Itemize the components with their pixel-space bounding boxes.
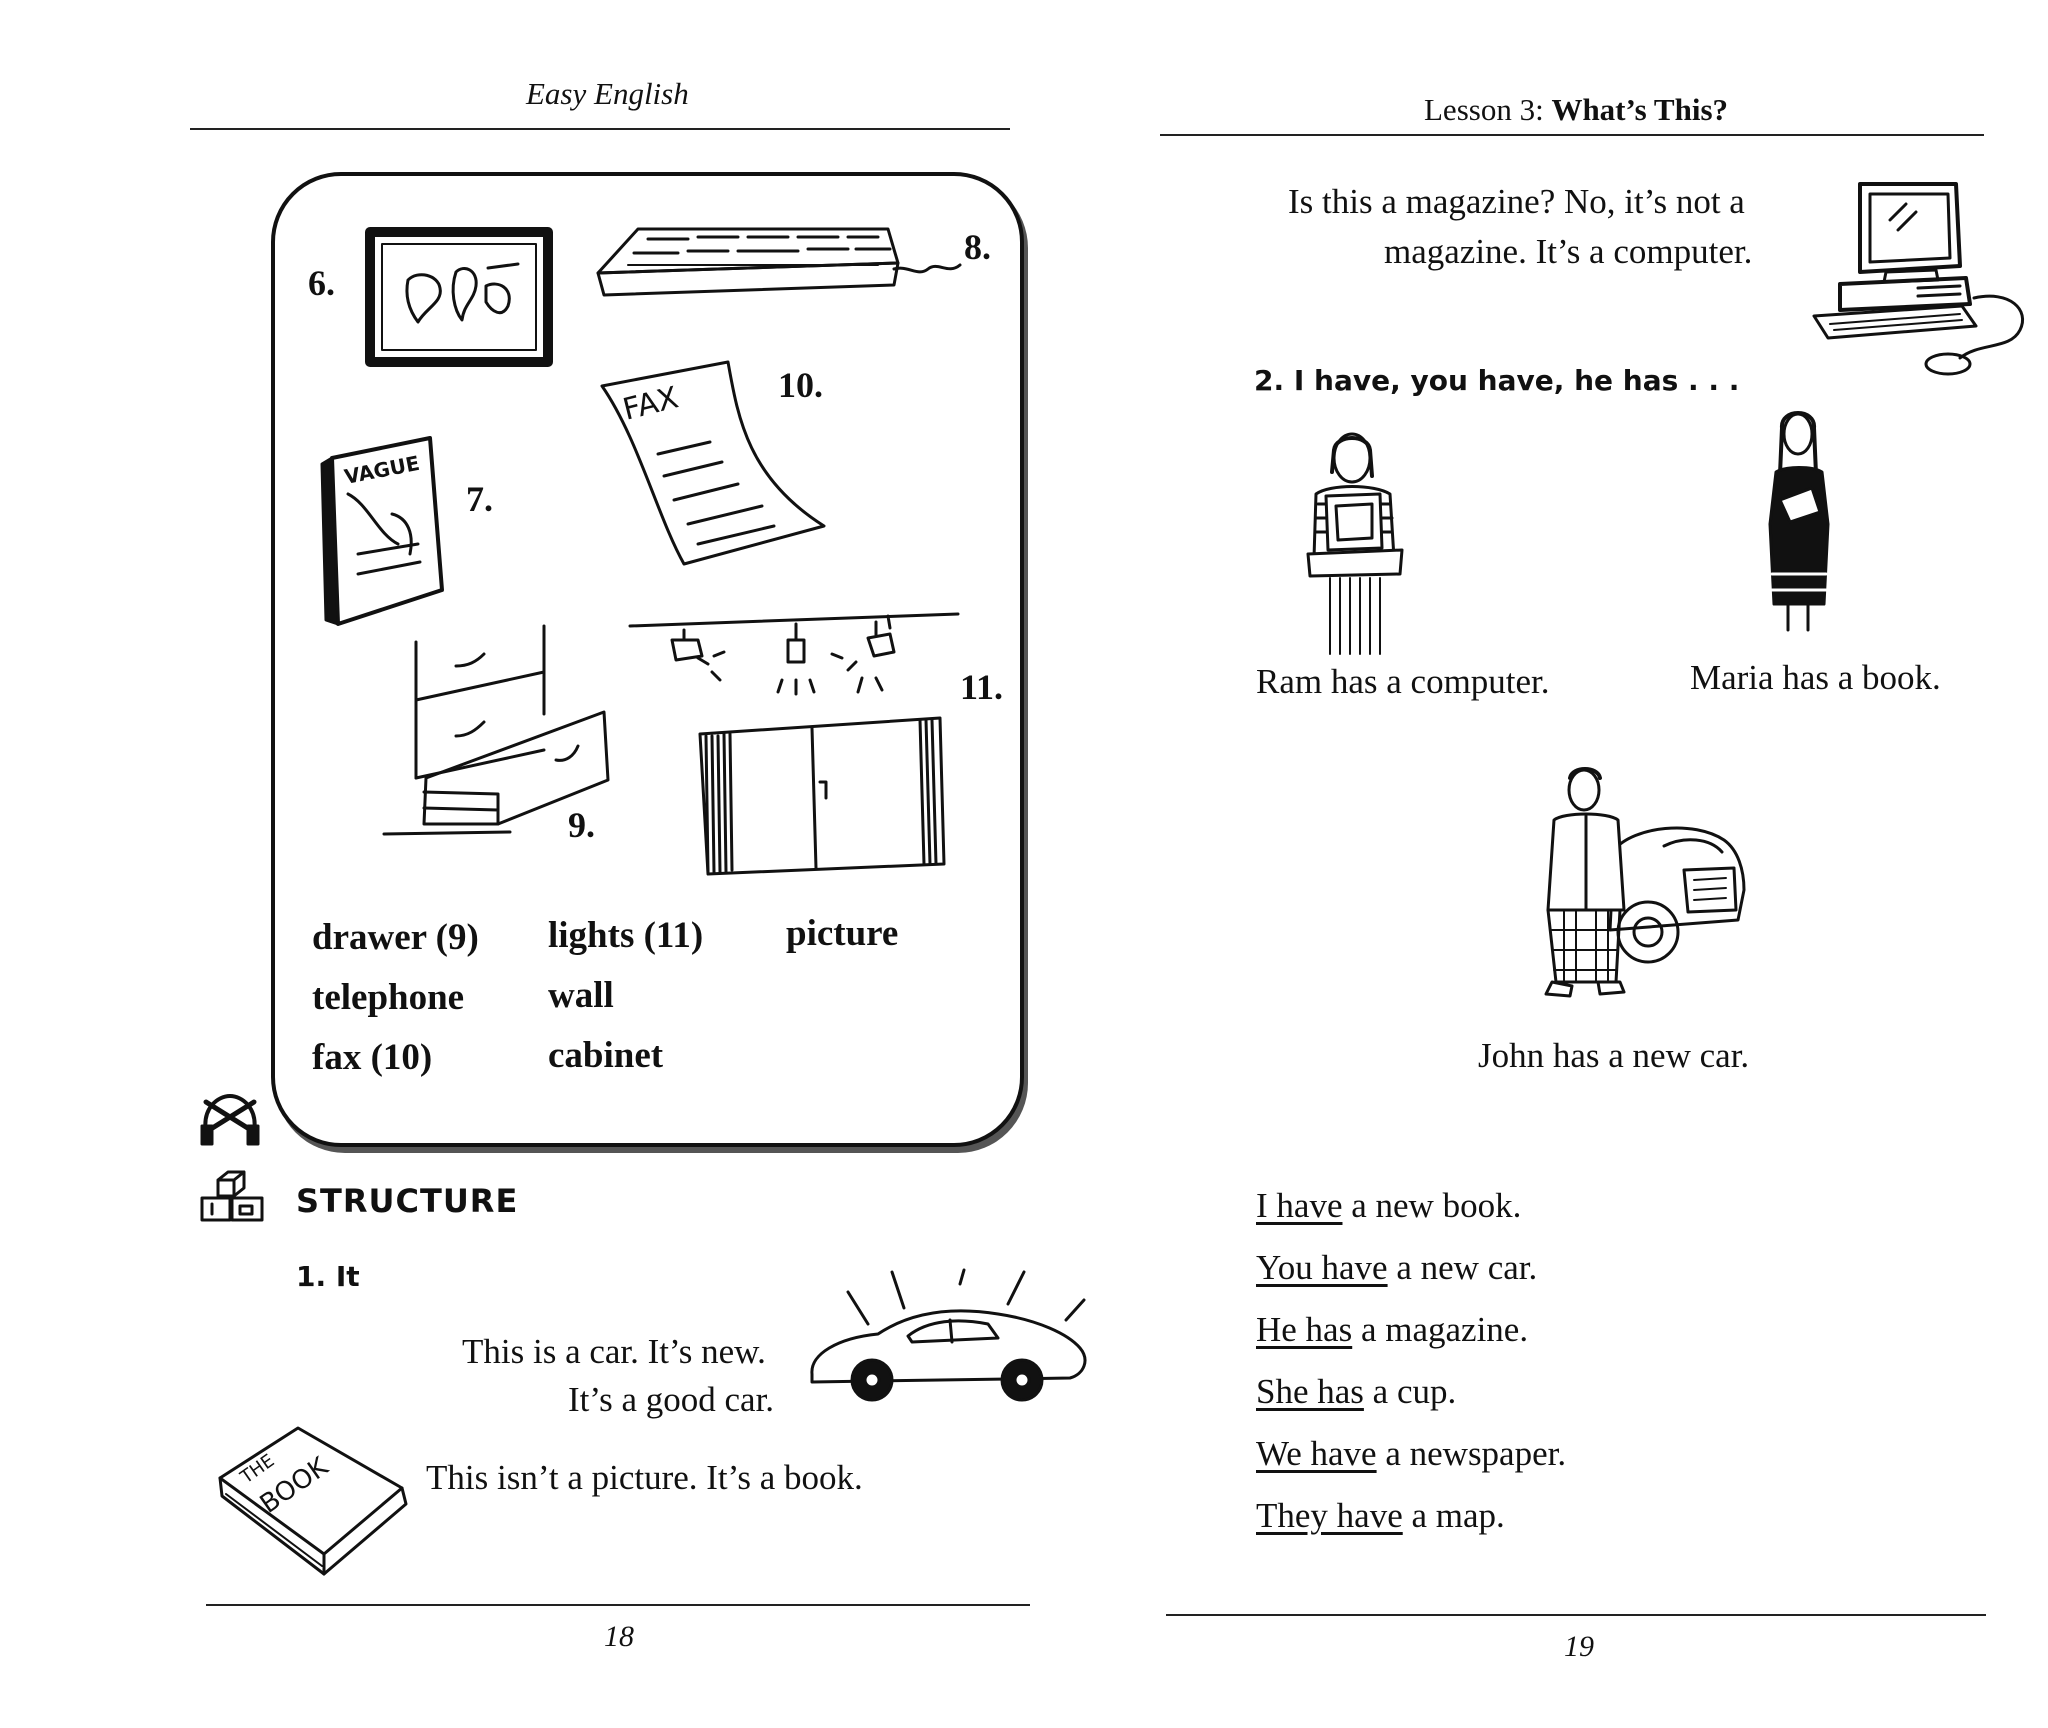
car-sentence-2: It’s a good car.: [568, 1380, 775, 1419]
vocab-word-cabinet: cabinet: [548, 1035, 664, 1076]
cabinet-illustration: [698, 716, 946, 876]
section-1-heading: 1. It: [296, 1260, 360, 1293]
right-header-rule: [1160, 134, 1984, 136]
right-page-number: 19: [1564, 1630, 1594, 1663]
sports-car-illustration: [810, 1268, 1087, 1402]
book-sentence: This isn’t a picture. It’s a book.: [426, 1458, 863, 1497]
vocab-word-telephone: telephone: [312, 977, 465, 1018]
vocab-word-lights: lights (11): [548, 915, 704, 956]
magazine-cover-title: VAGUE: [342, 451, 421, 489]
fax-heading: FAX: [619, 380, 681, 427]
sentence-subject: She has: [1256, 1372, 1364, 1411]
vocab-word-wall: wall: [548, 975, 614, 1016]
right-footer-rule: [1166, 1614, 1986, 1616]
fax-paper-illustration: FAX: [600, 360, 826, 566]
figure-number-7: 7.: [466, 479, 493, 519]
framed-map-picture-illustration: [365, 227, 553, 367]
sentence-she-has: She has a cup.: [1256, 1372, 1456, 1412]
sentence-subject: They have: [1256, 1496, 1403, 1535]
sentence-rest: a new car.: [1387, 1248, 1538, 1287]
john-with-car-illustration: [1544, 767, 1746, 998]
book-illustration: THE BOOK: [218, 1426, 408, 1576]
intro-sentence-1: Is this a magazine? No, it’s not a: [1288, 182, 1745, 221]
left-header-rule: [190, 128, 1010, 130]
sentence-we-have: We have a newspaper.: [1256, 1434, 1566, 1474]
drawer-cabinet-illustration: [382, 624, 610, 836]
sentence-rest: a map.: [1402, 1496, 1505, 1535]
sentence-you-have: You have a new car.: [1256, 1248, 1537, 1288]
listening-headphones-icon: [200, 1094, 260, 1146]
caption-ram: Ram has a computer.: [1256, 662, 1550, 701]
sentence-subject: You have: [1256, 1248, 1388, 1287]
structure-heading: STRUCTURE: [296, 1182, 519, 1220]
sentence-subject: We have: [1256, 1434, 1377, 1473]
left-footer-rule: [206, 1604, 1030, 1606]
sentence-rest: a new book.: [1342, 1186, 1522, 1225]
vocab-word-picture: picture: [786, 913, 899, 954]
sentence-subject: I have: [1256, 1186, 1343, 1225]
figure-number-8: 8.: [964, 227, 991, 267]
sentence-i-have: I have a new book.: [1256, 1186, 1521, 1226]
vocab-word-drawer: drawer (9): [312, 917, 479, 958]
left-running-header: Easy English: [526, 76, 689, 111]
car-sentence-1: This is a car. It’s new.: [462, 1332, 766, 1371]
vocabulary-picture-frame: [271, 172, 1024, 1147]
figure-number-9: 9.: [568, 805, 595, 845]
right-running-header: Lesson 3: What’s This?: [1424, 92, 1728, 128]
maria-with-book-illustration: [1768, 411, 1830, 632]
ram-with-computer-illustration: [1306, 432, 1404, 655]
sentence-they-have: They have a map.: [1256, 1496, 1505, 1536]
structure-blocks-icon: [200, 1170, 264, 1222]
sentence-rest: a magazine.: [1352, 1310, 1529, 1349]
sentence-rest: a newspaper.: [1376, 1434, 1567, 1473]
track-lights-illustration: [628, 612, 960, 696]
keyboard-illustration: [596, 227, 962, 297]
left-page-number: 18: [604, 1620, 634, 1653]
vocab-word-fax: fax (10): [312, 1037, 433, 1078]
section-2-heading: 2. I have, you have, he has . . .: [1254, 364, 1740, 397]
sentence-subject: He has: [1256, 1310, 1353, 1349]
sentence-rest: a cup.: [1363, 1372, 1457, 1411]
figure-number-11: 11.: [960, 667, 1004, 707]
magazine-illustration: VAGUE: [320, 436, 444, 626]
header-lesson-title: What’s This?: [1551, 92, 1729, 127]
caption-maria: Maria has a book.: [1690, 658, 1941, 697]
sentence-he-has: He has a magazine.: [1256, 1310, 1528, 1350]
intro-sentence-2: magazine. It’s a computer.: [1384, 232, 1753, 271]
desktop-computer-illustration: [1812, 182, 2025, 376]
figure-number-6: 6.: [308, 263, 335, 303]
figure-number-10: 10.: [778, 365, 823, 405]
header-lesson-number: Lesson 3:: [1424, 92, 1544, 127]
caption-john: John has a new car.: [1478, 1036, 1750, 1075]
